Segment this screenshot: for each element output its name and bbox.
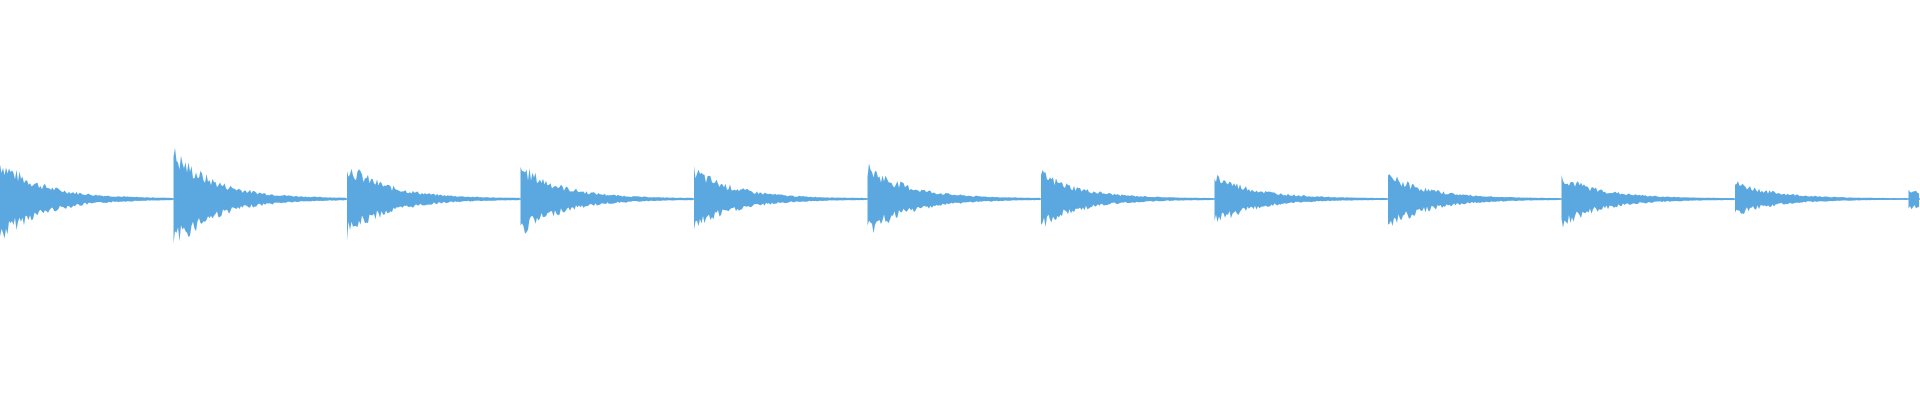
waveform-beat (1735, 181, 1908, 214)
waveform-beat (173, 147, 346, 244)
waveform-beat (1561, 175, 1734, 228)
waveform-beat (347, 168, 520, 241)
waveform-beat (0, 164, 173, 239)
waveform-beat (520, 166, 693, 234)
waveform-beat (1214, 174, 1387, 223)
waveform-beat (867, 163, 1040, 234)
waveform-beat (1388, 174, 1561, 227)
waveform-beat (1041, 170, 1214, 227)
waveform-beat (694, 165, 867, 230)
waveform-beats (0, 147, 1919, 244)
waveform-beat (1908, 189, 1919, 210)
